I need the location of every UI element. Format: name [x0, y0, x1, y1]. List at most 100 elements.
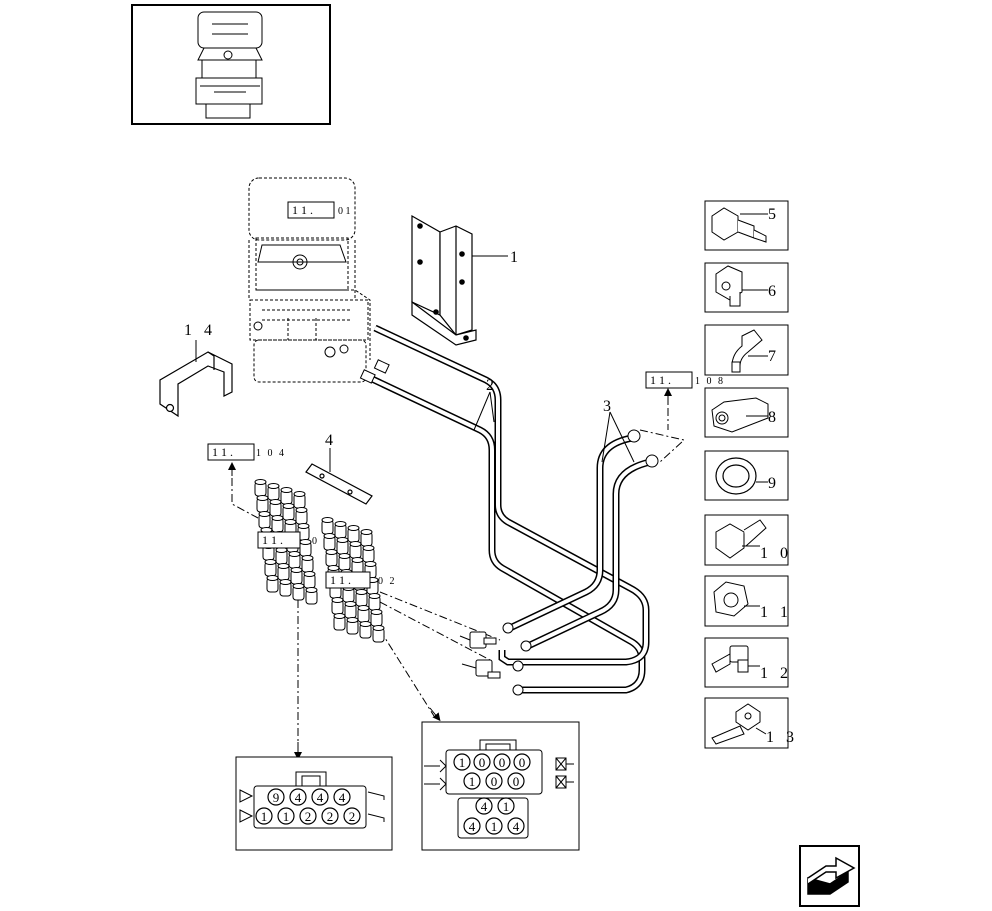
pipe-fittings [359, 359, 524, 696]
valve-spool [297, 523, 310, 541]
leader-line [489, 391, 495, 423]
circle-number: 2 [349, 809, 356, 824]
valve-spool [323, 533, 336, 551]
valve-spool [293, 491, 306, 509]
reference-suffix: 0 [312, 536, 317, 547]
valve-spool [295, 507, 308, 525]
circle-number: 0 [479, 755, 486, 770]
part-14-u-bracket[interactable] [159, 351, 233, 418]
reference-text: 1 1 . [292, 203, 313, 217]
valve-spool [280, 487, 293, 505]
reference-suffix: 0 1 [338, 206, 351, 217]
callout-9: 9 [768, 475, 776, 492]
reference-label-top[interactable]: 1 1 . 0 1 [287, 201, 351, 219]
valve-spool [258, 511, 271, 529]
overview-thumbnail[interactable] [131, 4, 331, 125]
callout-10: 1 0 [760, 545, 792, 562]
callout-11: 1 1 [760, 604, 792, 621]
valve-spool [275, 547, 288, 565]
circle-number: 0 [491, 774, 498, 789]
circle-number: 1 [491, 819, 498, 834]
circle-number: 4 [317, 790, 324, 805]
valve-spool [292, 583, 305, 601]
valve-spool [357, 605, 370, 623]
reference-text: 1 1 . [262, 533, 283, 547]
legend-part-9[interactable]: 9 [704, 450, 789, 501]
part-4-strip[interactable] [305, 463, 373, 505]
lever-position: 0 [493, 753, 511, 771]
valve-spool [347, 525, 360, 543]
legend-part-8[interactable]: 8 [704, 387, 789, 438]
reference-text: 1 1 . [330, 573, 351, 587]
circle-number: 0 [499, 755, 506, 770]
legend-part-12[interactable]: 1 2 [704, 637, 792, 688]
part-1-bracket[interactable] [411, 214, 477, 346]
valve-spool [325, 549, 338, 567]
legend-part-13[interactable]: 1 3 [704, 697, 798, 749]
legend-part-7[interactable]: 7 [704, 324, 789, 376]
leader-line [609, 411, 635, 463]
circle-number: 4 [513, 819, 520, 834]
lever-position: 4 [333, 788, 351, 806]
valve-spool [349, 541, 362, 559]
circle-number: 4 [469, 819, 476, 834]
tee-fittings [459, 631, 501, 679]
lever-position: 1 [277, 807, 295, 825]
valve-spool [346, 617, 359, 635]
valve-spool [264, 559, 277, 577]
valve-spool [305, 587, 318, 605]
valve-spool [333, 613, 346, 631]
valve-spool [362, 545, 375, 563]
circle-number: 1 [503, 799, 510, 814]
circle-number: 4 [481, 799, 488, 814]
legend-part-10[interactable]: 1 0 [704, 514, 792, 566]
valve-spool [271, 515, 284, 533]
reference-label-mid1[interactable]: 1 1 . 0 [257, 531, 317, 549]
reference-label-mid2[interactable]: 1 1 . 0 2 [325, 571, 397, 589]
reference-label-right[interactable]: 1 1 . 1 0 8 [645, 371, 725, 389]
valve-spool [290, 567, 303, 585]
circle-number: 1 [283, 809, 290, 824]
circle-number: 2 [327, 809, 334, 824]
circle-number: 1 [459, 755, 466, 770]
legend-part-5[interactable]: 5 [704, 200, 789, 251]
circle-number: 1 [261, 809, 268, 824]
callout-13: 1 3 [766, 729, 798, 746]
reference-text: 1 1 . [212, 445, 233, 459]
next-page-button[interactable] [799, 845, 860, 907]
part-2-pipes[interactable] [368, 324, 650, 694]
lever-position: 2 [321, 807, 339, 825]
lever-position: 0 [473, 753, 491, 771]
arrow [429, 707, 441, 722]
lever-position: 0 [513, 753, 531, 771]
valve-spool [288, 551, 301, 569]
legend-part-11[interactable]: 1 1 [704, 575, 792, 627]
valve-spool [372, 625, 385, 643]
valve-spool [334, 521, 347, 539]
valve-spool [266, 575, 279, 593]
valve-spool [360, 529, 373, 547]
callout-6: 6 [768, 283, 776, 300]
lever-position: 1 [463, 772, 481, 790]
valve-spool [277, 563, 290, 581]
lever-position: 4 [507, 817, 525, 835]
parts-legend: 5 6 7 [704, 200, 798, 749]
valve-spool [282, 503, 295, 521]
part-3-pipes[interactable] [508, 434, 651, 650]
reference-label-left[interactable]: 1 1 . 1 0 4 [207, 443, 286, 461]
lever-position: 9 [267, 788, 285, 806]
lever-position: 2 [343, 807, 361, 825]
lever-position: 1 [255, 807, 273, 825]
callout-8: 8 [768, 409, 776, 426]
valve-spool [301, 555, 314, 573]
valve-spool [254, 479, 267, 497]
callout-4: 4 [325, 432, 333, 449]
legend-part-6[interactable]: 6 [704, 262, 789, 313]
valve-spool [336, 537, 349, 555]
valve-spool [279, 579, 292, 597]
valve-spool [303, 571, 316, 589]
